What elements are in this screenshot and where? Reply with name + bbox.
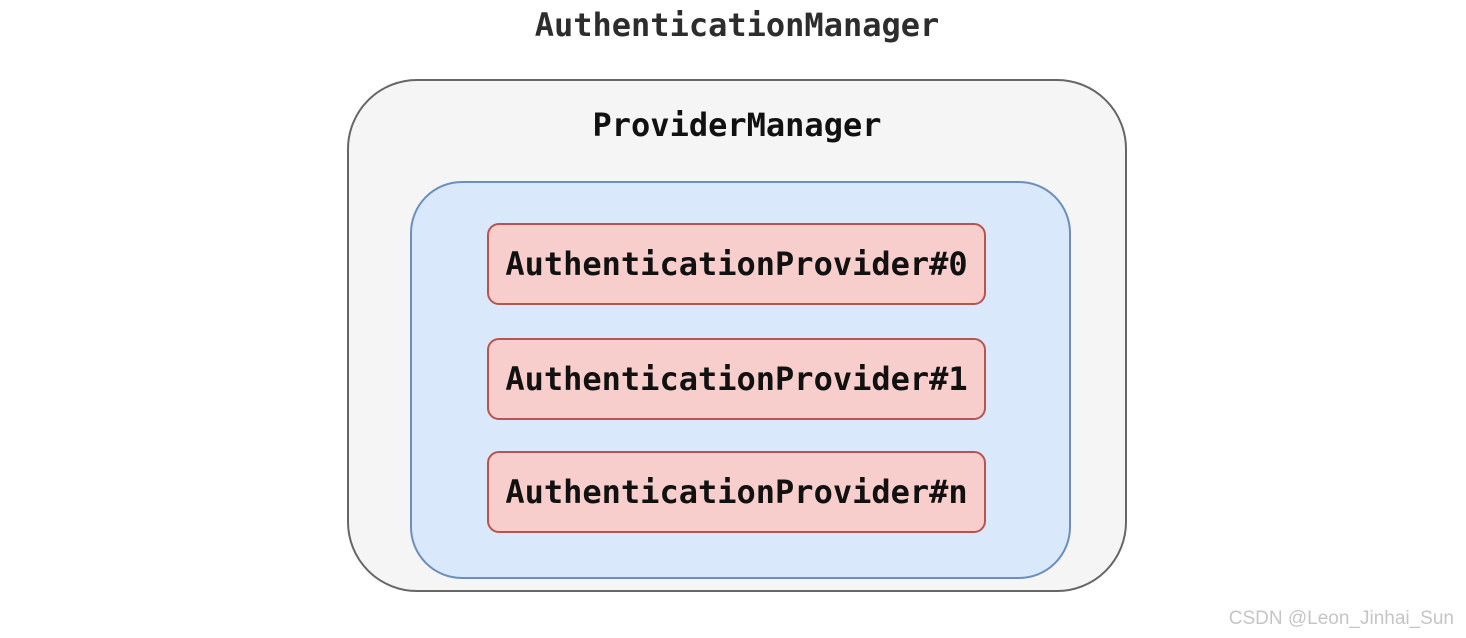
providers-group-box: AuthenticationProvider#0 AuthenticationP… bbox=[410, 181, 1071, 579]
authentication-provider-1-label: AuthenticationProvider#1 bbox=[505, 360, 968, 398]
diagram-title: AuthenticationManager bbox=[534, 6, 940, 44]
authentication-provider-1-box: AuthenticationProvider#1 bbox=[487, 338, 986, 420]
provider-manager-box: ProviderManager AuthenticationProvider#0… bbox=[347, 79, 1127, 592]
provider-manager-label: ProviderManager bbox=[592, 106, 882, 144]
authentication-provider-n-box: AuthenticationProvider#n bbox=[487, 451, 986, 533]
watermark: CSDN @Leon_Jinhai_Sun bbox=[1228, 608, 1454, 629]
authentication-provider-0-box: AuthenticationProvider#0 bbox=[487, 223, 986, 305]
authentication-provider-n-label: AuthenticationProvider#n bbox=[505, 473, 968, 511]
authentication-provider-0-label: AuthenticationProvider#0 bbox=[505, 245, 968, 283]
